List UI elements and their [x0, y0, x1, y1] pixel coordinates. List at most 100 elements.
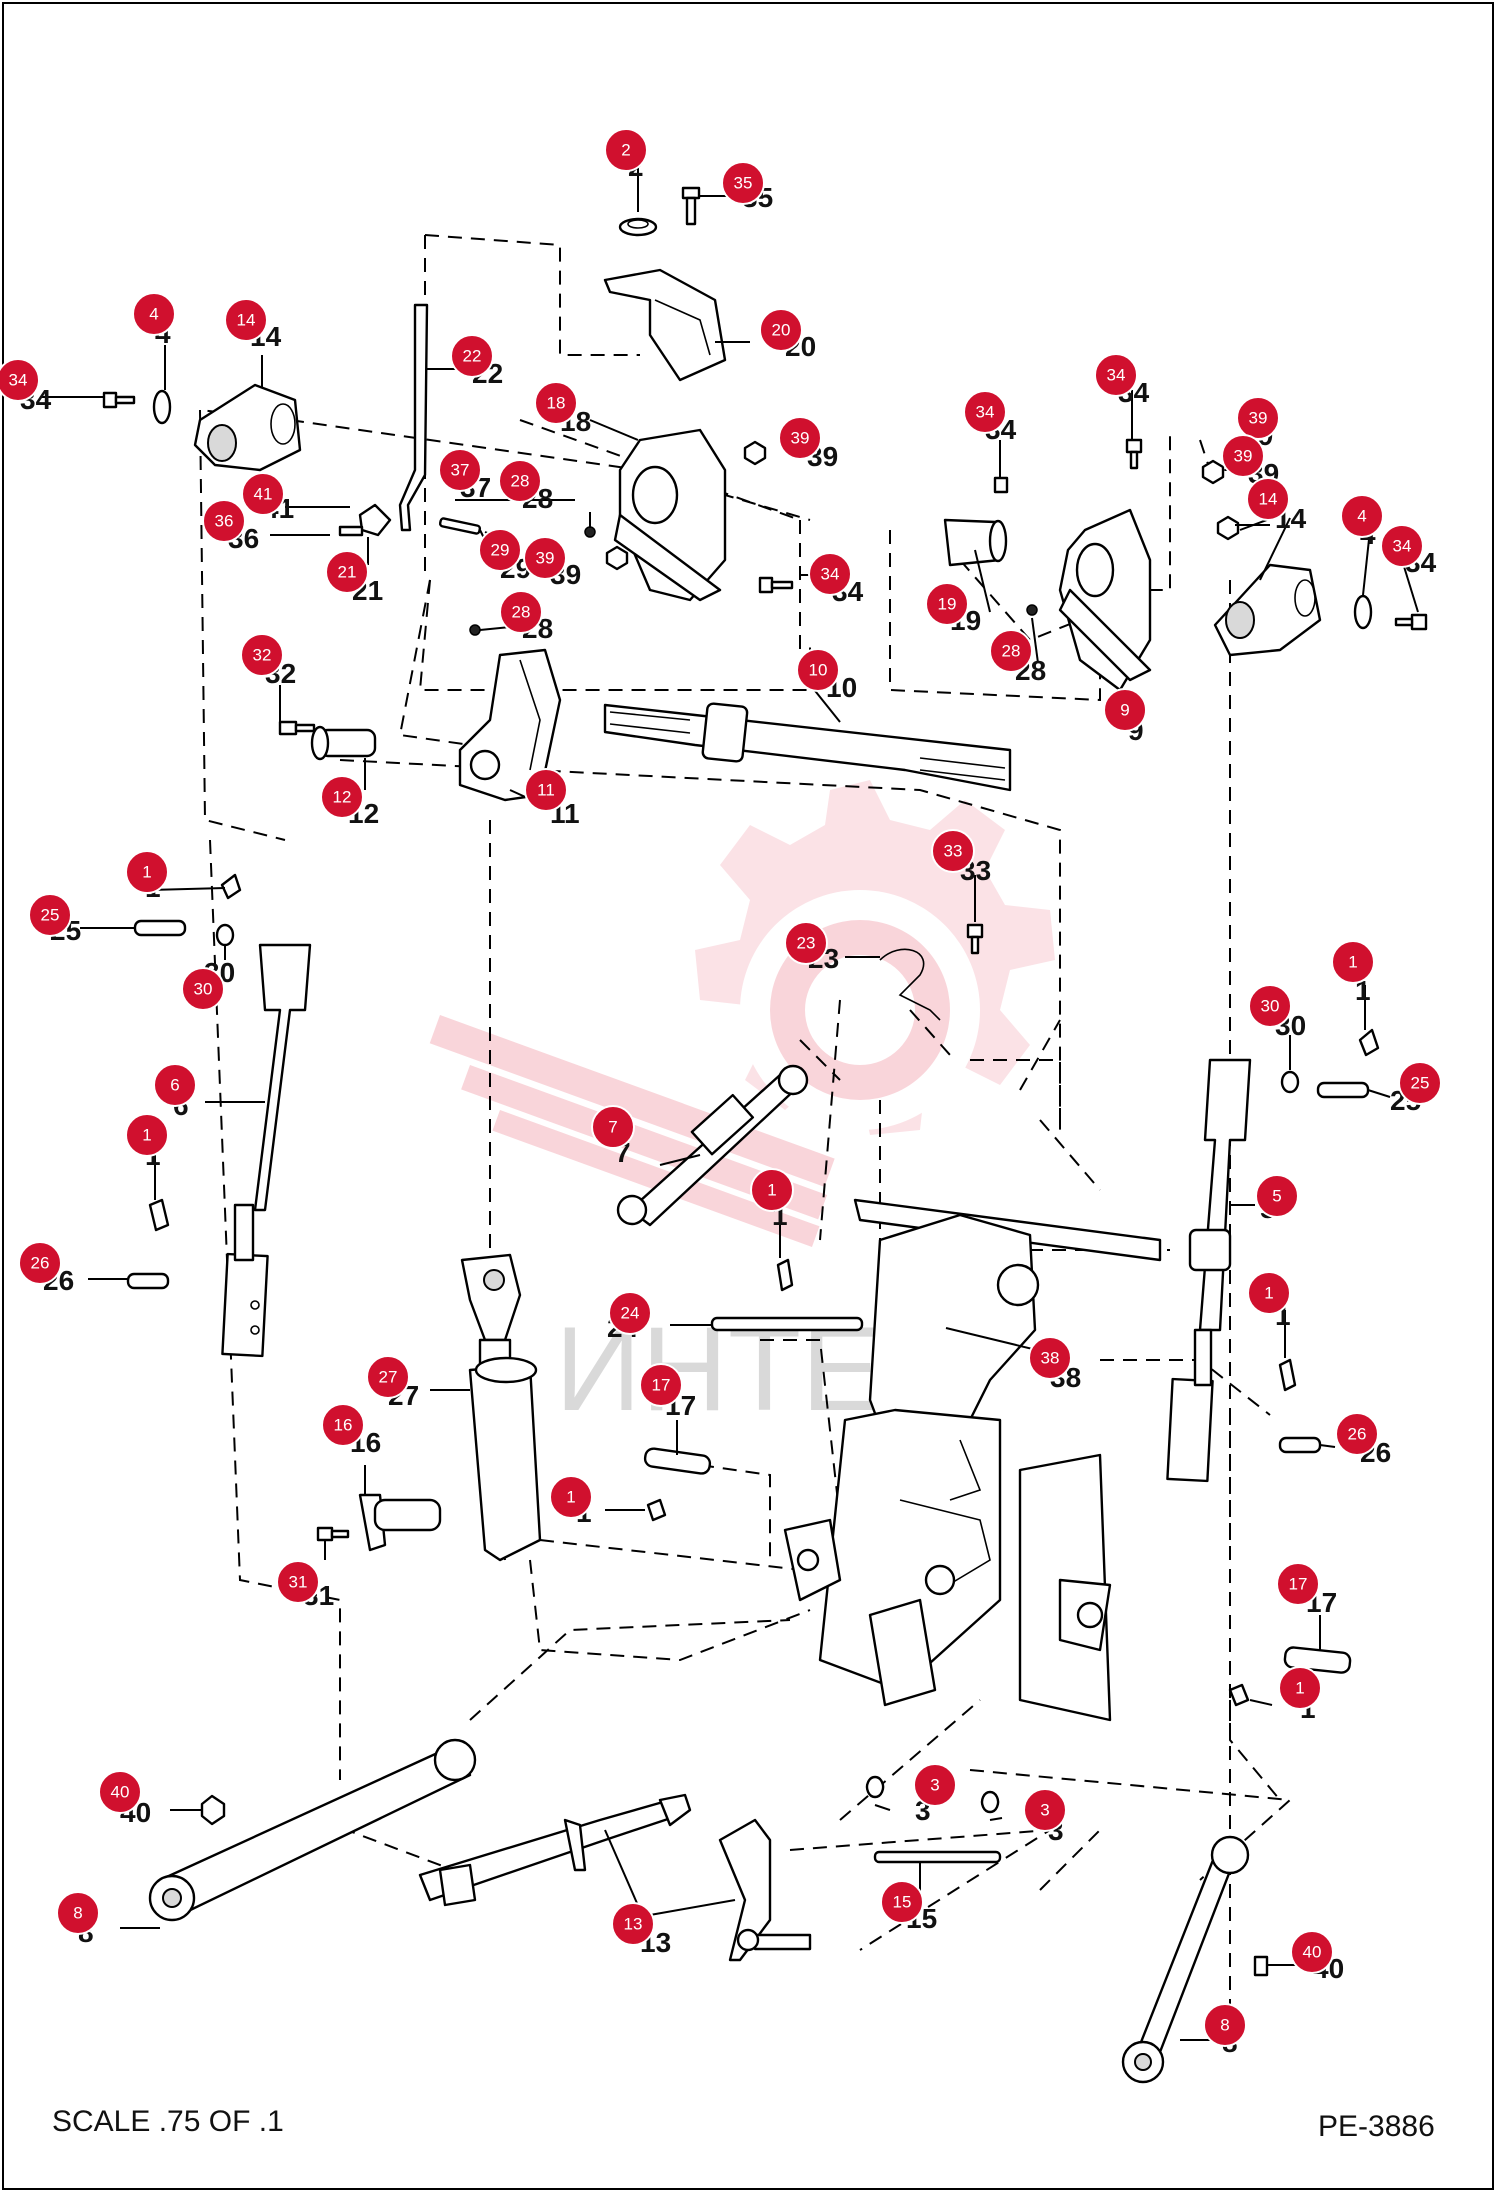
- badge-27[interactable]: 27: [366, 1355, 410, 1399]
- badge-18[interactable]: 18: [534, 381, 578, 425]
- badge-1-f[interactable]: 1: [549, 1475, 593, 1519]
- badge-30-right[interactable]: 30: [1248, 984, 1292, 1028]
- part-34-right-bolt: [1394, 613, 1428, 631]
- badge-19[interactable]: 19: [925, 582, 969, 626]
- badge-33[interactable]: 33: [931, 829, 975, 873]
- part-15-rod: [873, 1850, 1002, 1864]
- svg-text:39: 39: [791, 429, 810, 448]
- badge-10[interactable]: 10: [796, 648, 840, 692]
- badge-25-right[interactable]: 25: [1398, 1061, 1442, 1105]
- svg-text:23: 23: [797, 934, 816, 953]
- badge-7[interactable]: 7: [591, 1105, 635, 1149]
- svg-text:30: 30: [194, 980, 213, 999]
- badge-29[interactable]: 29: [478, 528, 522, 572]
- badge-39-right-mid[interactable]: 39: [1221, 434, 1265, 478]
- badge-30-left[interactable]: 30: [181, 967, 225, 1011]
- svg-text:39: 39: [1234, 447, 1253, 466]
- part-35-bolt: [681, 186, 701, 226]
- part-12-pin: [310, 725, 377, 761]
- badge-8-left[interactable]: 8: [56, 1891, 100, 1935]
- badge-38[interactable]: 38: [1028, 1336, 1072, 1380]
- badge-34-right[interactable]: 34: [1380, 524, 1424, 568]
- badge-21[interactable]: 21: [325, 550, 369, 594]
- badge-28-top[interactable]: 28: [498, 459, 542, 503]
- badge-6[interactable]: 6: [153, 1063, 197, 1107]
- badge-23[interactable]: 23: [784, 921, 828, 965]
- badge-26-right[interactable]: 26: [1335, 1412, 1379, 1456]
- svg-text:28: 28: [1002, 642, 1021, 661]
- badge-3-a[interactable]: 3: [913, 1763, 957, 1807]
- badge-31[interactable]: 31: [276, 1560, 320, 1604]
- badge-22[interactable]: 22: [450, 334, 494, 378]
- badge-5[interactable]: 5: [1255, 1174, 1299, 1218]
- part-23-spring: [879, 948, 941, 1021]
- badge-40-left[interactable]: 40: [98, 1770, 142, 1814]
- badge-8-right[interactable]: 8: [1203, 2003, 1247, 2047]
- badge-34-mid[interactable]: 34: [808, 552, 852, 596]
- badge-1-e[interactable]: 1: [750, 1168, 794, 1212]
- svg-text:31: 31: [289, 1573, 308, 1592]
- part-5-right-link: [1166, 1058, 1252, 1483]
- badge-14-right[interactable]: 14: [1246, 477, 1290, 521]
- svg-text:13: 13: [624, 1915, 643, 1934]
- part-28-balls: [469, 526, 1038, 636]
- badge-26-left[interactable]: 26: [18, 1241, 62, 1285]
- svg-text:16: 16: [334, 1416, 353, 1435]
- badge-41[interactable]: 41: [241, 472, 285, 516]
- svg-text:40: 40: [111, 1783, 130, 1802]
- svg-text:34: 34: [1107, 366, 1126, 385]
- badge-11[interactable]: 11: [524, 768, 568, 812]
- badge-34-right-mid[interactable]: 34: [963, 390, 1007, 434]
- badge-34-right-top[interactable]: 34: [1094, 353, 1138, 397]
- badge-40-right[interactable]: 40: [1290, 1930, 1334, 1974]
- badge-37[interactable]: 37: [438, 448, 482, 492]
- svg-text:39: 39: [1249, 409, 1268, 428]
- svg-text:17: 17: [652, 1376, 671, 1395]
- badge-39-top[interactable]: 39: [778, 416, 822, 460]
- badge-12[interactable]: 12: [320, 775, 364, 819]
- part-8-left-lower-link: [148, 1738, 477, 1922]
- badge-16[interactable]: 16: [321, 1403, 365, 1447]
- svg-text:28: 28: [511, 472, 530, 491]
- badge-32[interactable]: 32: [240, 633, 284, 677]
- svg-text:1: 1: [142, 1126, 151, 1145]
- badge-17-mid[interactable]: 17: [639, 1363, 683, 1407]
- badge-3-b[interactable]: 3: [1023, 1788, 1067, 1832]
- badge-39-right-top[interactable]: 39: [1236, 396, 1280, 440]
- scale-note: SCALE .75 OF .1: [52, 2105, 284, 2138]
- part-40-nuts: [200, 1794, 1269, 1977]
- badge-36[interactable]: 36: [202, 499, 246, 543]
- svg-text:37: 37: [451, 461, 470, 480]
- badge-39-mid[interactable]: 39: [523, 536, 567, 580]
- badge-15[interactable]: 15: [880, 1880, 924, 1924]
- badge-34-left[interactable]: 34: [0, 358, 40, 402]
- badge-1-g[interactable]: 1: [1278, 1666, 1322, 1710]
- badge-1-d[interactable]: 1: [1247, 1271, 1291, 1315]
- badge-2[interactable]: 2: [604, 128, 648, 172]
- badge-28-right[interactable]: 28: [989, 629, 1033, 673]
- svg-text:30: 30: [1261, 997, 1280, 1016]
- part-1-clips: [148, 873, 1380, 1707]
- badge-25-left[interactable]: 25: [28, 893, 72, 937]
- svg-text:34: 34: [9, 371, 28, 390]
- part-21-plate: [358, 503, 392, 537]
- callout-badges: 2 35 4 14 34 20 22 18 39 37 28 41 36 29 …: [0, 128, 1442, 2047]
- badge-17-right[interactable]: 17: [1276, 1562, 1320, 1606]
- badge-14-left[interactable]: 14: [224, 298, 268, 342]
- svg-text:41: 41: [254, 485, 273, 504]
- badge-20[interactable]: 20: [759, 308, 803, 352]
- badge-9[interactable]: 9: [1103, 688, 1147, 732]
- badge-1-c[interactable]: 1: [1331, 940, 1375, 984]
- svg-text:27: 27: [379, 1368, 398, 1387]
- svg-text:8: 8: [73, 1904, 82, 1923]
- part-27-cylinder: [460, 1253, 542, 1562]
- badge-13[interactable]: 13: [611, 1902, 655, 1946]
- badge-28-mid[interactable]: 28: [499, 590, 543, 634]
- badge-35[interactable]: 35: [721, 161, 765, 205]
- badge-1-b[interactable]: 1: [125, 1113, 169, 1157]
- badge-24[interactable]: 24: [608, 1291, 652, 1335]
- svg-text:3: 3: [1040, 1801, 1049, 1820]
- badge-1-a[interactable]: 1: [125, 850, 169, 894]
- badge-4-right[interactable]: 4: [1340, 494, 1384, 538]
- badge-4-left[interactable]: 4: [132, 292, 176, 336]
